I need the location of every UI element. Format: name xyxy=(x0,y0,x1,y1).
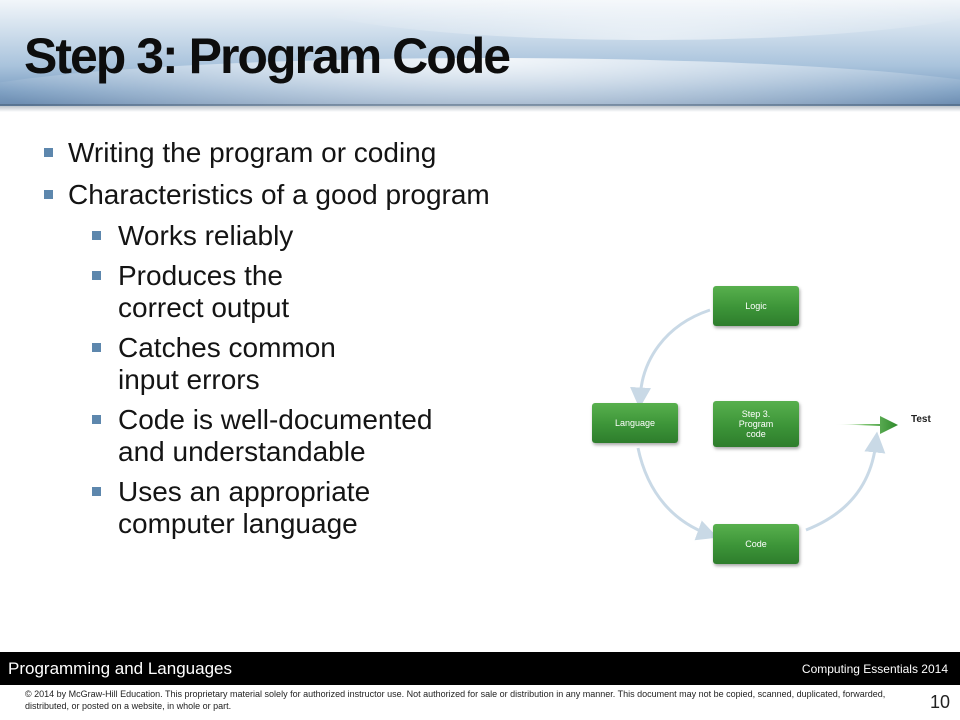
copyright-notice: © 2014 by McGraw-Hill Education. This pr… xyxy=(25,689,886,711)
sub-bullet-item: Works reliably xyxy=(92,220,604,252)
node-step3-program-code: Step 3. Program code xyxy=(713,401,799,447)
bullet-text: Characteristics of a good program xyxy=(68,179,490,210)
sub-bullet-item: Catches common input errors xyxy=(92,332,604,396)
bullet-item: Writing the program or coding xyxy=(44,136,604,170)
sub-bullet-item: Uses an appropriate computer language xyxy=(92,476,604,540)
sub-bullet-text: Works reliably xyxy=(118,220,294,251)
square-bullet-icon xyxy=(92,271,101,280)
arrow-to-test xyxy=(832,416,898,434)
program-cycle-diagram: Logic Language Step 3. Program code Code… xyxy=(580,270,960,580)
sub-bullet-text-line: Uses an appropriate xyxy=(118,476,371,507)
sub-bullet-text-line: computer language xyxy=(118,508,358,539)
title-band-shadow xyxy=(0,104,960,112)
cycle-arrows xyxy=(630,308,898,541)
sub-bullet-text-line: and understandable xyxy=(118,436,366,467)
square-bullet-icon xyxy=(44,148,53,157)
node-language: Language xyxy=(592,403,678,443)
footer-book-title: Computing Essentials 2014 xyxy=(801,662,948,676)
bullet-list: Writing the program or coding Characteri… xyxy=(44,136,604,548)
sub-bullet-text-line: Produces the xyxy=(118,260,283,291)
page-number: 10 xyxy=(930,692,951,712)
arrow-code-to-logic xyxy=(805,431,886,532)
test-label: Test xyxy=(911,414,931,425)
node-code: Code xyxy=(713,524,799,564)
square-bullet-icon xyxy=(92,231,101,240)
footer-bar: Programming and Languages Computing Esse… xyxy=(0,652,960,685)
square-bullet-icon xyxy=(92,415,101,424)
square-bullet-icon xyxy=(44,190,53,199)
sub-bullet-item: Code is well-documented and understandab… xyxy=(92,404,604,468)
footer-chapter-title: Programming and Languages xyxy=(8,659,232,678)
bullet-item: Characteristics of a good program xyxy=(44,178,604,212)
sub-bullet-text-line: Catches common xyxy=(118,332,336,363)
sub-bullet-item: Produces the correct output xyxy=(92,260,604,324)
sub-bullet-text-line: Code is well-documented xyxy=(118,404,433,435)
title-band-highlight xyxy=(0,58,960,106)
square-bullet-icon xyxy=(92,343,101,352)
square-bullet-icon xyxy=(92,487,101,496)
slide-title: Step 3: Program Code xyxy=(24,28,511,84)
node-logic: Logic xyxy=(713,286,799,326)
bullet-text: Writing the program or coding xyxy=(68,137,437,168)
sub-bullet-text-line: input errors xyxy=(118,364,260,395)
arrow-logic-to-language xyxy=(630,308,711,409)
arrow-language-to-code xyxy=(636,447,718,541)
sub-bullet-text-line: correct output xyxy=(118,292,290,323)
title-band xyxy=(0,0,960,106)
